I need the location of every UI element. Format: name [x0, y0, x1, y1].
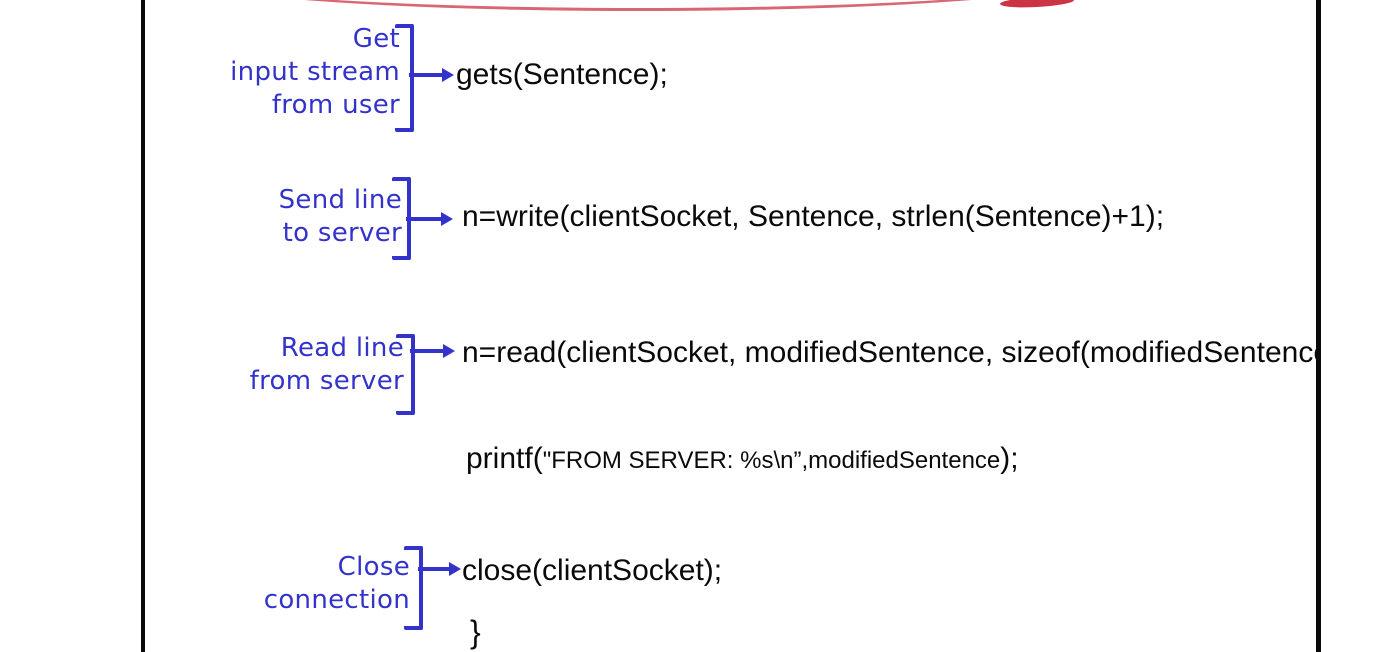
printf-suffix: ); — [1000, 442, 1019, 475]
printf-prefix: printf( — [466, 442, 543, 475]
arrow-right-icon — [418, 562, 461, 576]
annotation-line: Get — [352, 24, 400, 54]
annotation-line: from user — [271, 90, 400, 120]
red-ellipse-stroke-end — [999, 0, 1075, 9]
annotation-line: input stream — [230, 57, 400, 87]
code-line-read: n=read(clientSocket, modifiedSentence, s… — [462, 336, 1320, 369]
bracket-icon — [404, 546, 423, 630]
code-line-close: close(clientSocket); — [462, 554, 723, 587]
red-ellipse-annotation — [185, 0, 1091, 11]
annotation-get-input-stream: Get input stream from user — [160, 23, 400, 122]
annotation-line: Close — [337, 552, 410, 582]
arrow-right-icon — [406, 212, 453, 226]
annotation-close-connection: Close connection — [170, 551, 410, 617]
code-closing-brace: } — [470, 614, 481, 650]
slide-frame-left-line — [141, 0, 145, 652]
bracket-icon — [395, 24, 414, 132]
code-line-gets: gets(Sentence); — [456, 58, 668, 91]
annotation-line: to server — [282, 218, 402, 248]
annotation-line: Read line — [280, 333, 404, 363]
annotation-line: from server — [249, 366, 404, 396]
annotation-line: Send line — [278, 185, 402, 215]
code-line-write: n=write(clientSocket, Sentence, strlen(S… — [462, 200, 1165, 233]
bracket-icon — [396, 334, 415, 415]
annotation-read-line: Read line from server — [160, 332, 404, 398]
code-line-printf: printf("FROM SERVER: %s\n”,modifiedSente… — [466, 442, 1019, 476]
arrow-right-icon — [410, 344, 455, 358]
arrow-right-icon — [409, 68, 454, 82]
annotation-line: connection — [263, 585, 410, 615]
annotation-send-line: Send line to server — [160, 184, 402, 250]
slide-frame-right-line — [1316, 0, 1321, 652]
printf-string-arg: "FROM SERVER: %s\n”,modifiedSentence — [542, 447, 1001, 474]
